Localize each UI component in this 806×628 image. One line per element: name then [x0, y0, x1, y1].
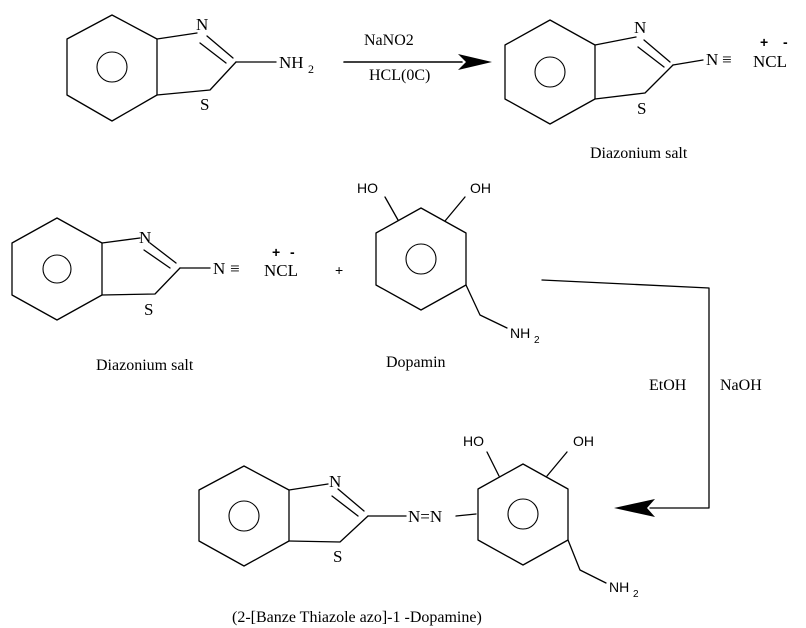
label-product: (2-[Banze Thiazole azo]-1 -Dopamine) — [232, 609, 482, 626]
plus-sign: + — [335, 262, 343, 278]
product-azo-dopamine: N=N N S HO OH NH 2 — [198, 433, 639, 600]
product-diazonium-salt-top: N S N ≡ NCL + - — [504, 18, 788, 125]
plus-charge: + — [272, 244, 280, 260]
reagent-hcl: HCL(0C) — [369, 67, 430, 84]
atom-n: N — [139, 228, 151, 247]
reaction-arrow-2: EtOH NaOH — [541, 279, 762, 517]
triple-bond: ≡ — [230, 259, 240, 278]
label-diazonium-salt-left: Diazonium salt — [96, 357, 194, 374]
reactant-dopamine: HO OH NH 2 — [357, 180, 540, 346]
atom-azo-nn: N=N — [408, 507, 442, 526]
label-dopamin: Dopamin — [386, 354, 446, 371]
reaction-arrow-1: NaNO2 HCL(0C) — [343, 32, 492, 84]
atom-n-diazo: N — [213, 259, 225, 278]
atom-nh2-subscript: 2 — [308, 62, 314, 76]
atom-n: N — [196, 15, 208, 34]
atom-nh2-subscript: 2 — [633, 589, 639, 600]
reagent-etoh: EtOH — [649, 377, 687, 394]
reagent-nano2: NaNO2 — [364, 32, 414, 49]
atom-nh2: NH — [510, 325, 530, 341]
minus-charge: - — [783, 34, 788, 50]
atom-s: S — [637, 99, 646, 118]
label-diazonium-salt-top: Diazonium salt — [590, 145, 688, 162]
atom-oh: OH — [470, 180, 491, 196]
atom-n: N — [329, 472, 341, 491]
atom-ncl: NCL — [753, 52, 787, 71]
atom-nh2: NH — [609, 579, 629, 595]
atom-ho: HO — [357, 180, 378, 196]
atom-oh: OH — [573, 433, 594, 449]
atom-nh2: NH — [279, 53, 304, 72]
reagent-naoh: NaOH — [720, 377, 762, 394]
reactant-diazonium-salt-left: N S N ≡ NCL + - — [11, 217, 298, 321]
atom-ncl: NCL — [264, 261, 298, 280]
atom-s: S — [200, 95, 209, 114]
atom-ho: HO — [463, 433, 484, 449]
plus-charge: + — [760, 34, 768, 50]
triple-bond: ≡ — [722, 50, 732, 69]
atom-s: S — [333, 547, 342, 566]
atom-nh2-subscript: 2 — [534, 335, 540, 346]
atom-n: N — [634, 18, 646, 37]
atom-s: S — [144, 300, 153, 319]
minus-charge: - — [290, 244, 295, 260]
reactant-aminobenzothiazole: N S NH 2 — [66, 14, 314, 122]
atom-n-diazo: N — [706, 50, 718, 69]
